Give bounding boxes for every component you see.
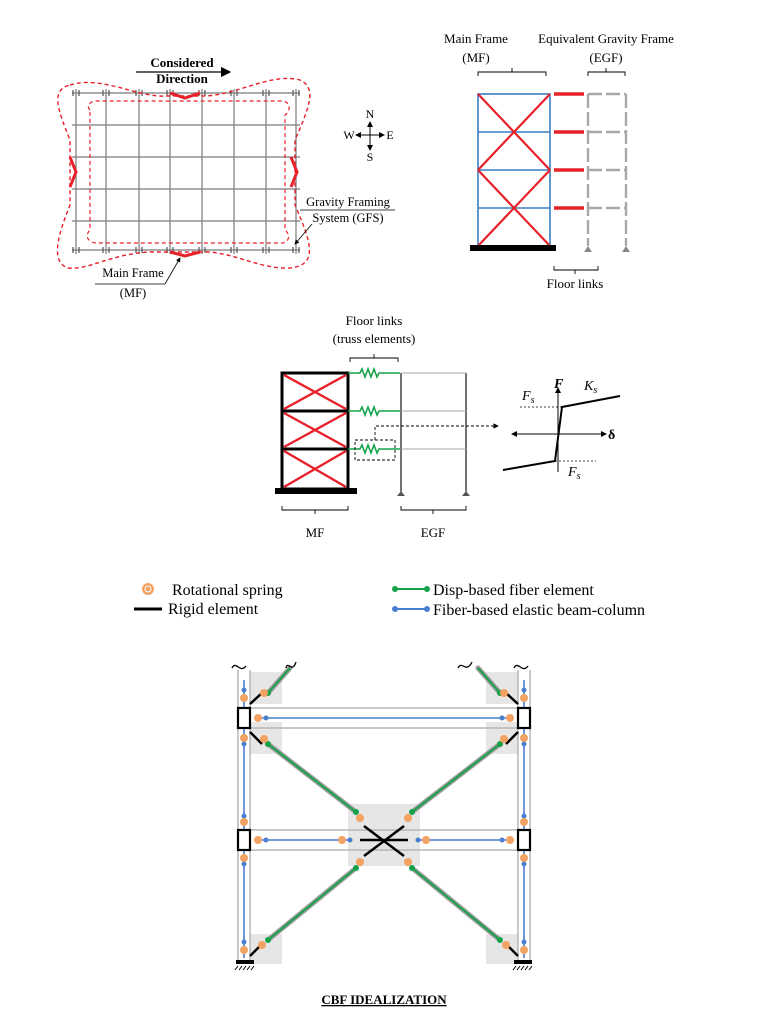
mf-brace-bracket [477, 68, 547, 76]
considered-direction-line2: Direction [156, 71, 209, 86]
cbf-idealization-title: CBF IDEALIZATION [321, 992, 447, 1007]
egf-label-line1: Equivalent Gravity Frame [538, 31, 674, 46]
link-detail-box [354, 439, 396, 461]
mf-outline-dashed [56, 77, 311, 269]
compass-s: S [367, 150, 374, 164]
floor-links-label: Floor links [547, 276, 604, 291]
considered-direction-line1: Considered [150, 55, 214, 70]
elastic-beams [262, 717, 506, 841]
legend-rigid-element: Rigid element [168, 601, 259, 618]
legend-rotational-spring: Rotational spring [172, 582, 283, 599]
plan-grid [72, 89, 300, 254]
gfs-outline-dashed [86, 100, 290, 244]
egf-label-line2: (EGF) [589, 50, 622, 65]
rotational-spring-icon [142, 583, 154, 595]
legend-disp-fiber: Disp-based fiber element [433, 582, 594, 599]
compass: N S W E [343, 107, 393, 164]
model-egf-label: EGF [421, 525, 446, 540]
plan-mf-label-line1: Main Frame [102, 266, 164, 280]
elastic-beam-swatch [392, 606, 430, 612]
ks-label: Ks [583, 379, 597, 396]
cbf-idealization: CBF IDEALIZATION [231, 661, 533, 1007]
model-floor-links-line1: Floor links [346, 313, 403, 328]
legend: Rotational spring Rigid element Disp-bas… [134, 582, 645, 619]
force-label: F [553, 377, 564, 392]
model-egf-bracket [400, 506, 467, 514]
model-floor-links-line2: (truss elements) [333, 331, 416, 346]
compass-w: W [343, 128, 355, 142]
disp-fiber-braces [265, 665, 503, 943]
model-view: Floor links (truss elements) [275, 313, 621, 540]
model-mf-bracket [281, 506, 349, 514]
rotational-springs [240, 689, 528, 954]
fs-upper-label: Fs [521, 389, 535, 406]
column-top-breaks [231, 661, 529, 670]
rigid-elements [249, 692, 519, 957]
detail-leader-arrow [374, 423, 499, 440]
plan-view: Considered Direction N S W E Gravity Fra… [56, 55, 395, 300]
plan-column-ticks [72, 90, 300, 253]
model-mf-label: MF [306, 525, 325, 540]
main-frame [470, 93, 556, 251]
egf-supports [584, 246, 630, 252]
mf-leader-arrow [164, 257, 181, 285]
rigid-end-blocks [236, 706, 532, 852]
fs-lower-label: Fs [567, 465, 581, 482]
floor-links-red [554, 92, 584, 210]
gfs-label-line1: Gravity Framing [306, 195, 390, 209]
floor-links-bracket [553, 266, 599, 274]
model-egf [397, 372, 470, 496]
plan-mf-label-line2: (MF) [120, 286, 146, 300]
compass-e: E [386, 128, 393, 142]
elevation-view: Main Frame (MF) Equivalent Gravity Frame… [444, 31, 674, 291]
equivalent-gravity-frame [586, 92, 628, 246]
disp-fiber-swatch [392, 586, 430, 592]
model-links-bracket [349, 354, 399, 362]
compass-n: N [366, 107, 375, 121]
gfs-leader-arrow [294, 223, 313, 245]
legend-elastic-beam: Fiber-based elastic beam-column [433, 602, 645, 619]
elev-mf-label-line2: (MF) [462, 50, 489, 65]
force-displacement-curve: F Fs Ks Fs δ [502, 377, 621, 482]
gfs-label-line2: System (GFS) [312, 211, 383, 225]
model-main-frame [275, 371, 357, 494]
egf-brace-bracket [587, 68, 626, 76]
elev-mf-label-line1: Main Frame [444, 31, 508, 46]
delta-label: δ [608, 428, 615, 443]
fixed-supports [234, 960, 533, 971]
braced-bays [68, 91, 299, 258]
model-truss-links [348, 366, 400, 456]
elastic-nodes [241, 687, 527, 945]
